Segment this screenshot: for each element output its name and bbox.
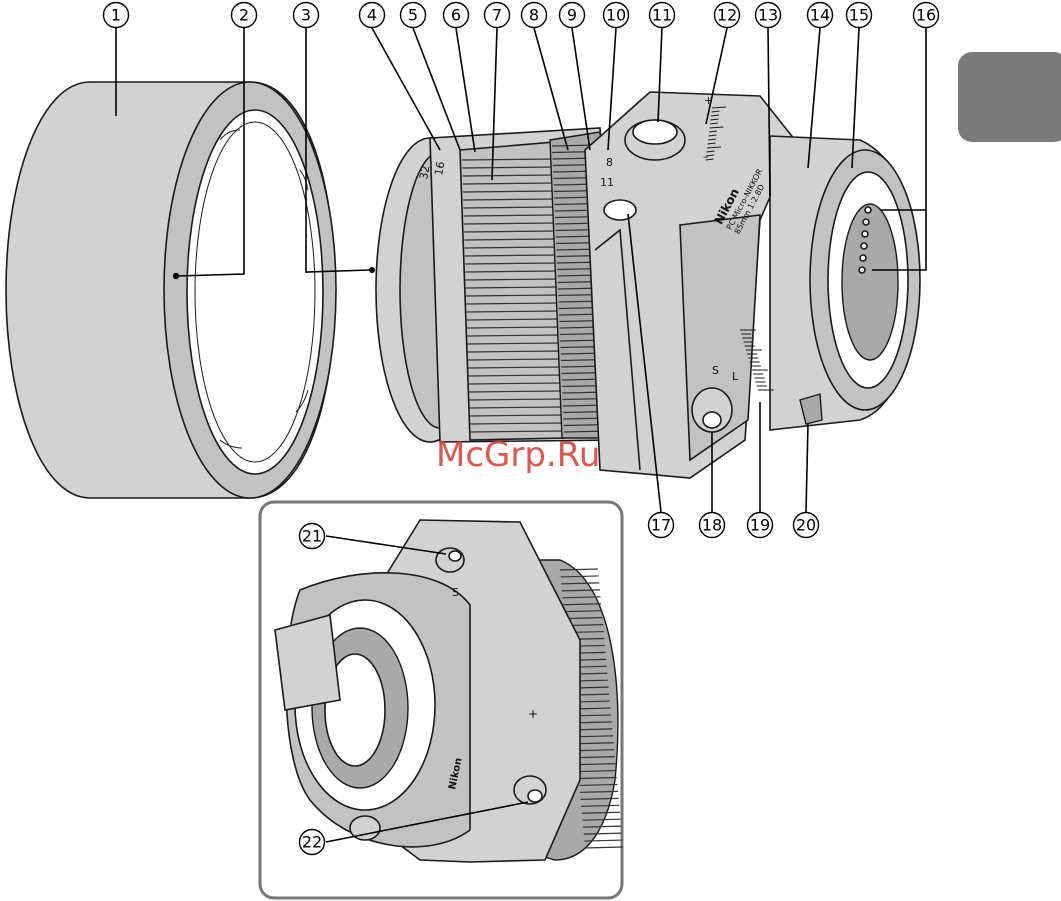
focus-ring (460, 142, 565, 440)
svg-text:20: 20 (796, 516, 816, 535)
callout-13: 13 (756, 3, 781, 28)
svg-text:13: 13 (758, 6, 778, 25)
callout-20: 20 (794, 513, 819, 538)
svg-text:16: 16 (916, 6, 936, 25)
scale-s-mark: S (712, 364, 719, 377)
callout-17: 17 (649, 513, 674, 538)
inset-knob-top (436, 548, 464, 572)
callout-22: 22 (300, 830, 325, 855)
callout-5: 5 (401, 3, 426, 28)
inset-s-mark: S (452, 586, 459, 599)
callout-19: 19 (748, 513, 773, 538)
callout-7: 7 (485, 3, 510, 28)
svg-text:1: 1 (111, 6, 121, 25)
callout-14: 14 (808, 3, 833, 28)
svg-text:11: 11 (652, 6, 672, 25)
callout-6: 6 (444, 3, 469, 28)
callout-1: 1 (104, 3, 129, 28)
svg-text:8: 8 (606, 156, 613, 169)
scale-l-mark: L (732, 370, 739, 383)
svg-text:4: 4 (367, 6, 377, 25)
svg-text:12: 12 (717, 6, 737, 25)
svg-text:18: 18 (702, 516, 722, 535)
tilt-knob (625, 120, 685, 160)
lens-hood (6, 82, 375, 498)
callout-11: 11 (650, 3, 675, 28)
callout-10: 10 (604, 3, 629, 28)
callout-21: 21 (300, 524, 325, 549)
svg-text:2: 2 (239, 6, 249, 25)
svg-text:17: 17 (651, 516, 671, 535)
scale-minus-mark: – (703, 150, 709, 163)
lock-release-button (604, 200, 636, 220)
svg-text:16: 16 (432, 160, 447, 176)
callout-3: 3 (294, 3, 319, 28)
callout-18: 18 (700, 513, 725, 538)
lens-main-body: 32 16 11 8 Nikon PC Micro-NIKKOR 85mm 1:… (376, 92, 920, 478)
svg-text:9: 9 (567, 6, 577, 25)
callout-12: 12 (715, 3, 740, 28)
section-tab (958, 52, 1061, 142)
callout-2: 2 (232, 3, 257, 28)
svg-text:3: 3 (301, 6, 311, 25)
svg-text:32: 32 (417, 164, 432, 180)
svg-text:22: 22 (302, 833, 322, 852)
callout-8: 8 (522, 3, 547, 28)
svg-text:5: 5 (408, 6, 418, 25)
callout-15: 15 (847, 3, 872, 28)
svg-text:11: 11 (600, 176, 614, 189)
svg-text:6: 6 (451, 6, 461, 25)
callout-16: 16 (914, 3, 939, 28)
svg-text:15: 15 (849, 6, 869, 25)
shift-knob (692, 388, 732, 432)
svg-text:19: 19 (750, 516, 770, 535)
svg-text:21: 21 (302, 527, 322, 546)
svg-text:14: 14 (810, 6, 830, 25)
watermark-text: McGrp.Ru (436, 435, 600, 475)
svg-text:8: 8 (529, 6, 539, 25)
svg-text:10: 10 (606, 6, 626, 25)
callout-9: 9 (560, 3, 585, 28)
inset-knob-bottom (514, 776, 546, 804)
svg-text:7: 7 (492, 6, 502, 25)
callout-4: 4 (360, 3, 385, 28)
inset-plus-mark: + (528, 707, 538, 721)
